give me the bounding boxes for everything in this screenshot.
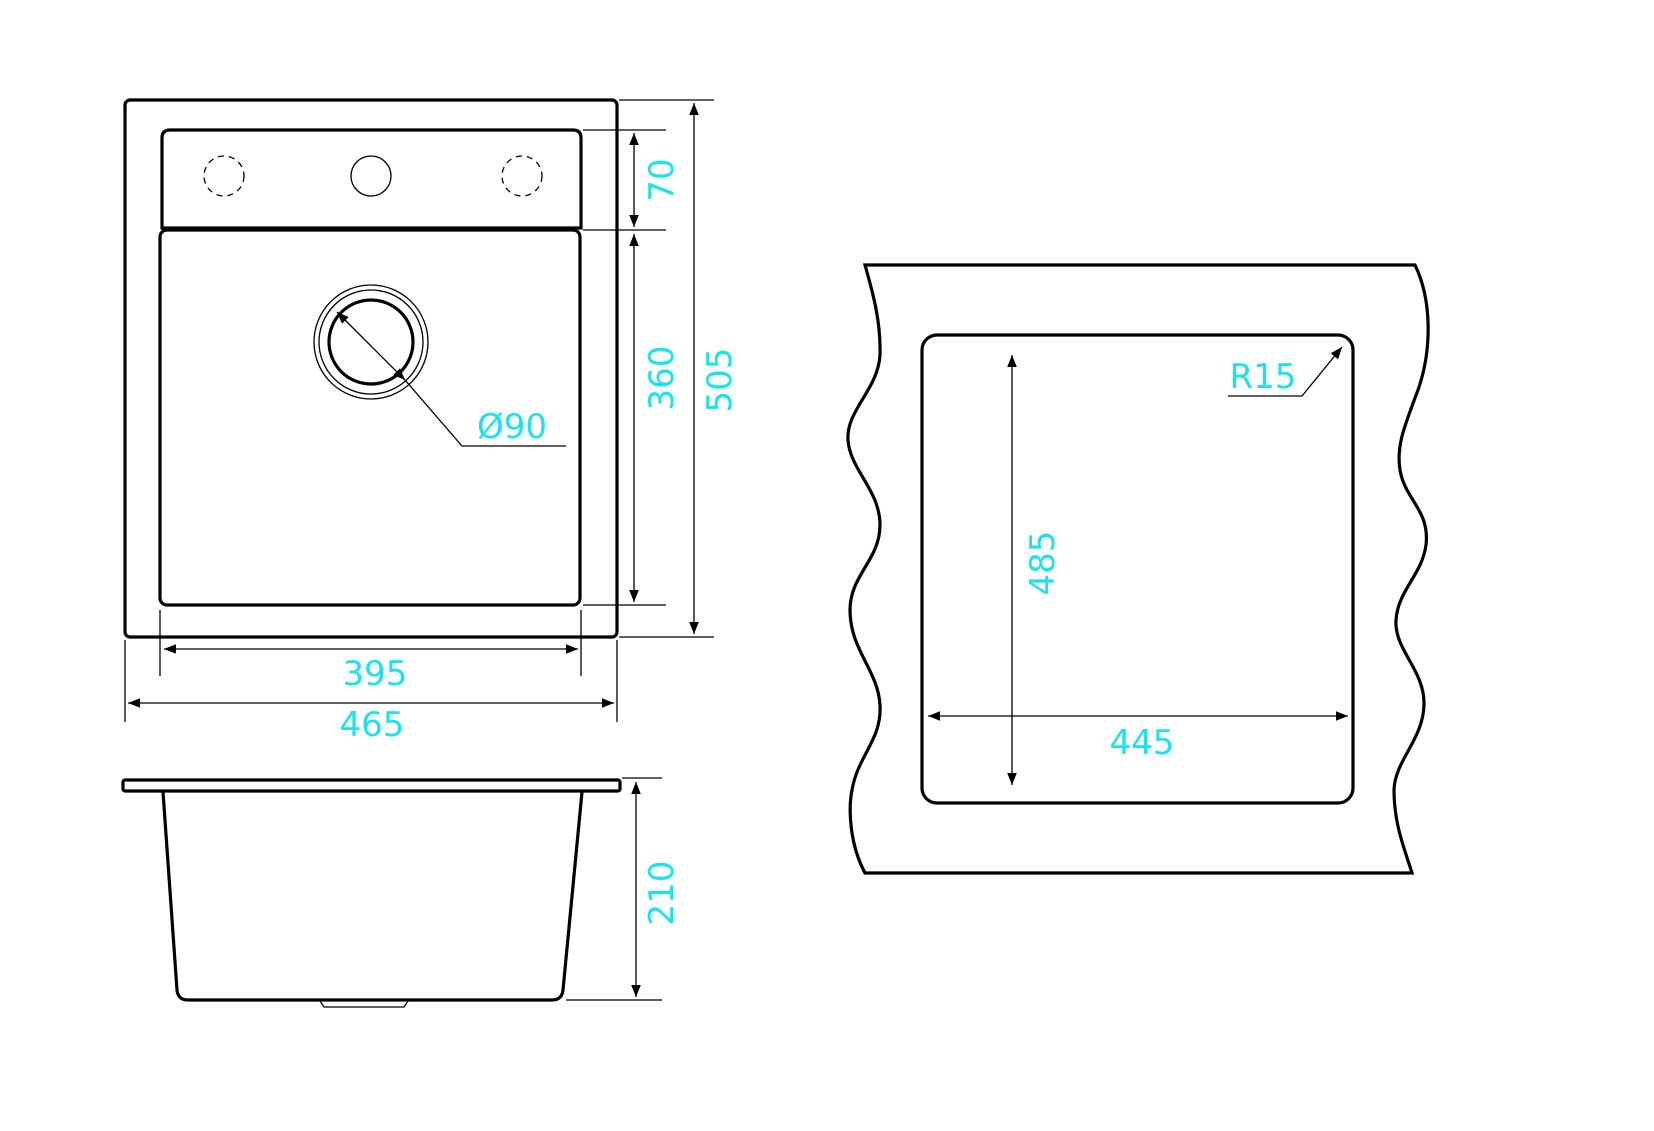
cutout-width-label: 445 — [1110, 723, 1175, 763]
overall-width-label: 465 — [340, 705, 405, 745]
drain-leader-line — [404, 379, 566, 447]
drain-diameter-label: Ø90 — [477, 407, 547, 447]
countertop-outline — [846, 263, 1430, 875]
bowl-length-label: 360 — [642, 346, 682, 411]
cutout-outline — [920, 333, 1355, 805]
sink-rim — [121, 778, 622, 793]
sink-body — [161, 791, 584, 1002]
corner-radius-label: R15 — [1230, 357, 1297, 397]
drain-outlet — [319, 1000, 409, 1008]
tap-deck-outline — [160, 128, 583, 230]
overall-length-label: 505 — [700, 348, 740, 413]
corner-radius-leader — [1228, 346, 1343, 397]
tap-area-label: 70 — [642, 158, 682, 201]
tap-hole-optional-right-icon — [501, 155, 543, 197]
bowl-outline — [158, 228, 582, 607]
top-view: Ø90 505 70 360 395 465 — [123, 98, 740, 745]
drain-diameter-arrow — [336, 311, 406, 381]
side-view: 210 — [121, 777, 682, 1008]
bowl-width-label: 395 — [343, 654, 408, 694]
drain-icon — [313, 284, 429, 400]
tap-hole-center-icon — [350, 155, 392, 197]
cutout-view: 485 445 R15 — [846, 263, 1430, 875]
sink-outer-outline — [123, 98, 619, 639]
tap-hole-optional-left-icon — [203, 155, 245, 197]
cutout-length-label: 485 — [1023, 531, 1063, 596]
depth-label: 210 — [642, 861, 682, 926]
